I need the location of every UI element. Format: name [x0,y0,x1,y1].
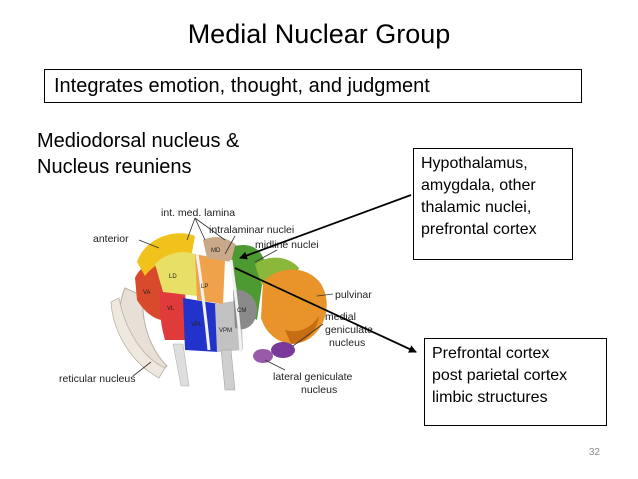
subhead-line: Mediodorsal nucleus & [37,130,240,152]
output-line: Prefrontal cortex [432,345,550,362]
label-cm: CM [237,308,246,314]
label-medial-gen-3: nucleus [329,337,365,349]
ld-nucleus-shape [155,252,197,296]
nuclei-subheading: Mediodorsal nucleus & Nucleus reuniens [37,128,239,180]
output-line: limbic structures [432,389,548,406]
label-lp: LP [201,284,208,290]
input-line: Hypothalamus, [421,155,528,172]
vpl-nucleus-shape [183,298,219,352]
output-line: post parietal cortex [432,367,568,384]
label-reticular: reticular nucleus [59,373,135,385]
label-ld: LD [169,274,177,280]
fiber-leg-2 [220,349,236,391]
label-lateral-gen-2: nucleus [301,384,337,396]
page-number: 32 [588,447,600,458]
output-connections-box: Prefrontal cortex post parietal cortex l… [424,338,607,426]
label-intralaminar: intralaminar nuclei [209,224,294,236]
label-midline: midline nuclei [255,239,319,251]
label-lateral-gen-1: lateral geniculate [273,371,353,383]
label-vpl: VPL [191,322,203,328]
label-anterior: anterior [93,233,129,245]
label-md: MD [211,248,221,254]
label-vpm: VPM [219,328,232,334]
label-pulvinar: pulvinar [335,289,372,301]
vl-nucleus-shape [159,280,187,340]
input-line: amygdala, other [421,177,536,194]
label-medial-gen-1: medial [325,311,356,323]
input-line: prefrontal cortex [421,221,537,238]
input-connections-box: Hypothalamus, amygdala, other thalamic n… [413,148,573,260]
function-banner: Integrates emotion, thought, and judgmen… [44,69,582,103]
label-vl: VL [167,306,175,312]
fiber-leg-1 [172,343,190,387]
subhead-line: Nucleus reuniens [37,156,192,178]
slide-title: Medial Nuclear Group [187,19,451,49]
label-medial-gen-2: geniculate [325,324,373,336]
label-va: VA [143,290,151,296]
reticular-leg-left [110,297,166,379]
lateral-geniculate-shape [253,349,273,363]
input-line: thalamic nuclei, [421,199,532,216]
md-nucleus-shape [203,237,239,262]
anterior-nucleus-shape [137,233,195,276]
thalamus-diagram: LD MD LP VA VL VPL VPM CM anterior int. … [59,207,373,396]
label-int-med-lamina: int. med. lamina [161,207,235,219]
medial-geniculate-shape [271,342,295,358]
